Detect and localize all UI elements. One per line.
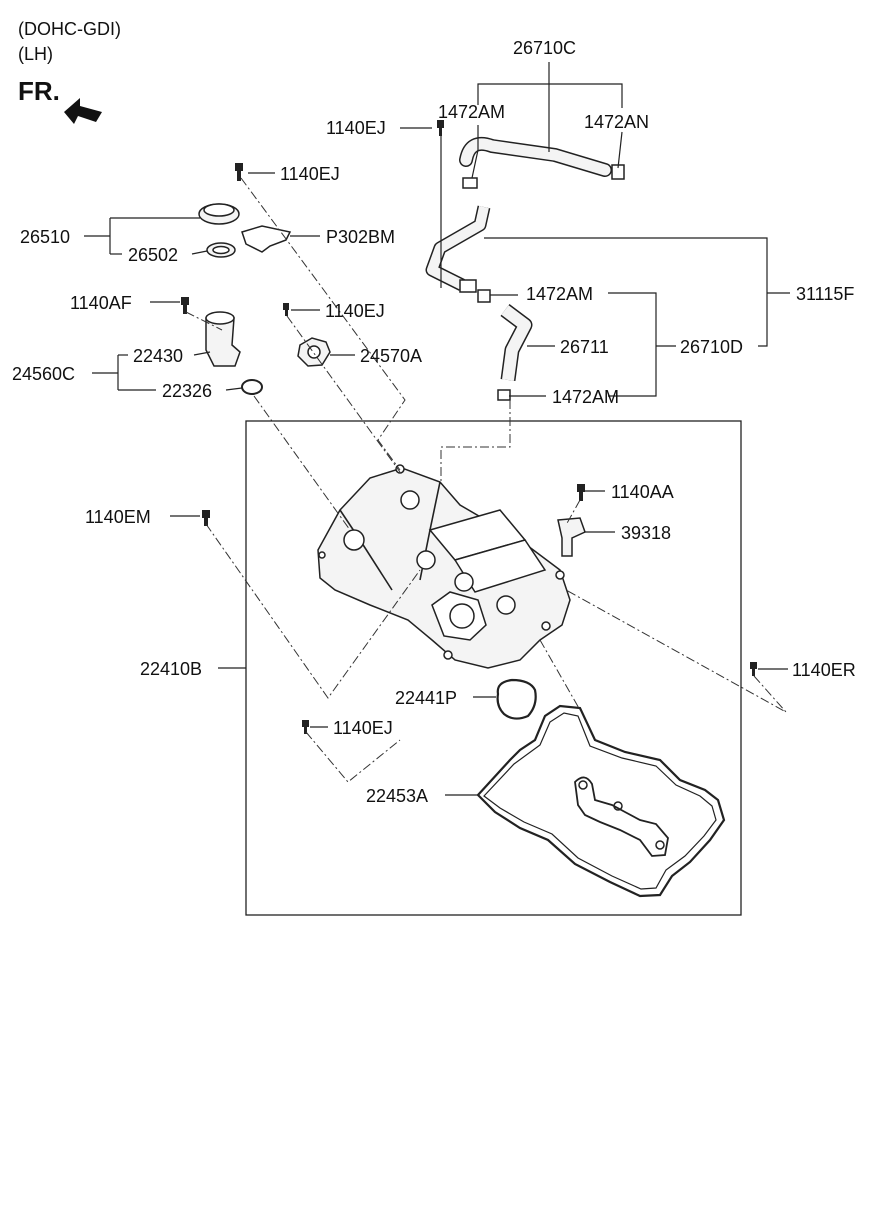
- part-label-1472AN: 1472AN: [584, 112, 649, 132]
- filler-neck-22430: [205, 317, 241, 367]
- part-label-1140EJ: 1140EJ: [325, 301, 385, 321]
- valve-cover-22410B: [317, 464, 571, 669]
- front-direction-label: FR.: [18, 76, 60, 106]
- part-label-1472AM: 1472AM: [552, 387, 619, 407]
- hose-clamp-1472AM-mid: [477, 289, 491, 303]
- leader-lines: [84, 62, 790, 796]
- part-label-26710D: 26710D: [680, 337, 743, 357]
- pcv-hose-31115F: [425, 205, 491, 293]
- part-label-1472AM: 1472AM: [526, 284, 593, 304]
- front-arrow-icon: [64, 98, 102, 124]
- part-label-1140AA: 1140AA: [611, 482, 674, 502]
- part-label-26711: 26711: [560, 337, 609, 357]
- part-label-26510: 26510: [20, 227, 70, 247]
- hose-connection-line: [440, 400, 511, 500]
- part-label-24560C: 24560C: [12, 364, 75, 384]
- cap-top: [203, 203, 235, 217]
- part-label-22430: 22430: [133, 346, 183, 366]
- camshaft-sensor-39318: [557, 517, 586, 557]
- pcv-hose-26711: [500, 304, 533, 381]
- o-ring-22326: [241, 379, 263, 395]
- side-label: (LH): [18, 44, 53, 64]
- plug-gasket-22441P: [496, 678, 537, 720]
- part-label-1140AF: 1140AF: [70, 293, 132, 313]
- part-label-1140EJ: 1140EJ: [333, 718, 393, 738]
- part-label-22326: 22326: [162, 381, 212, 401]
- part-label-1140ER: 1140ER: [792, 660, 856, 680]
- bolt-icon: [181, 120, 757, 734]
- part-label-22453A: 22453A: [366, 786, 428, 806]
- breather-hose-26710C: [459, 136, 625, 189]
- part-labels: 26710C 1472AM 1472AN 1140EJ 1140EJ 26510…: [12, 38, 856, 806]
- gasket-inner: [212, 245, 230, 255]
- part-label-1140EJ: 1140EJ: [280, 164, 340, 184]
- part-label-1472AM: 1472AM: [438, 102, 505, 122]
- cover-gasket-22453A: [476, 704, 726, 898]
- part-label-22410B: 22410B: [140, 659, 202, 679]
- alignment-lines: [185, 177, 787, 783]
- engine-type-label: (DOHC-GDI): [18, 19, 121, 39]
- filler-neck-top: [205, 311, 235, 325]
- part-label-31115F: 31115F: [796, 284, 854, 304]
- part-label-24570A: 24570A: [360, 346, 422, 366]
- part-label-26502: 26502: [128, 245, 178, 265]
- hose-clamp-1472AM-low: [497, 389, 511, 401]
- part-label-39318: 39318: [621, 523, 671, 543]
- part-label-1140EJ: 1140EJ: [326, 118, 386, 138]
- part-label-22441P: 22441P: [395, 688, 457, 708]
- bracket-P302BM: [241, 225, 292, 253]
- part-label-P302BM: P302BM: [326, 227, 395, 247]
- part-label-1140EM: 1140EM: [85, 507, 151, 527]
- part-label-26710C: 26710C: [513, 38, 576, 58]
